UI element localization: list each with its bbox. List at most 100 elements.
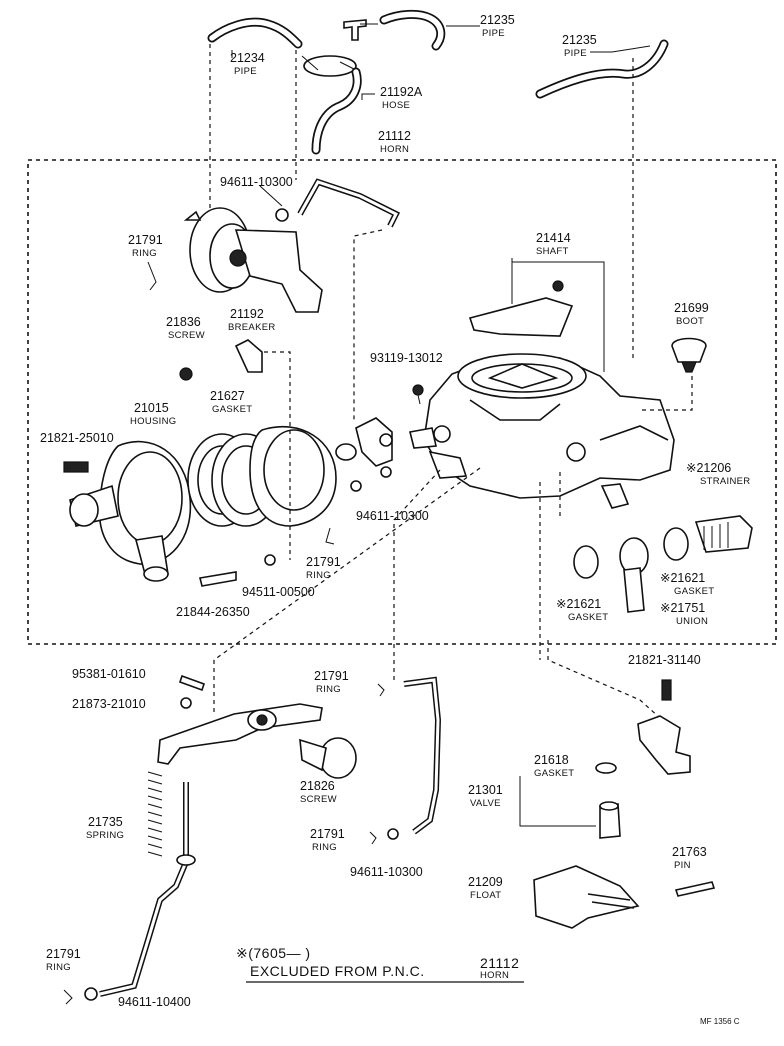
svg-text:SCREW: SCREW [300, 794, 337, 805]
gasket-drawing [573, 545, 599, 579]
svg-text:GASKET: GASKET [534, 768, 574, 779]
svg-text:21735: 21735 [88, 815, 123, 829]
lever-drawing [335, 417, 393, 492]
svg-text:21234: 21234 [230, 51, 265, 65]
svg-text:21235: 21235 [480, 13, 515, 27]
svg-text:21192A: 21192A [380, 85, 423, 99]
pin-21763-drawing [674, 881, 716, 897]
svg-text:RING: RING [312, 842, 337, 853]
svg-text:SPRING: SPRING [86, 830, 124, 841]
label-21235-right: 21235 PIPE [562, 33, 597, 59]
label-21621-right: ※21621 GASKET [660, 571, 714, 597]
svg-text:21791: 21791 [314, 669, 349, 683]
label-21621-left: ※21621 GASKET [556, 597, 608, 623]
svg-text:GASKET: GASKET [212, 404, 252, 415]
svg-text:21791: 21791 [128, 233, 163, 247]
label-21301: 21301 VALVE [468, 783, 503, 809]
washer-drawing [180, 697, 192, 709]
dash-line [353, 229, 383, 420]
label-94511: 94511-00500 [242, 585, 315, 599]
diaphragm-cover-drawing [249, 425, 337, 527]
ring-drawing [147, 261, 157, 291]
clip-drawing [301, 55, 361, 77]
label-21627: 21627 GASKET [210, 389, 252, 415]
label-21836: 21836 SCREW [166, 315, 205, 341]
label-21206: ※21206 STRAINER [686, 461, 750, 487]
tee-fitting-drawing [343, 19, 367, 41]
label-94611-top: 94611-10300 [220, 175, 293, 189]
label-21015: 21015 HOUSING [130, 401, 176, 427]
label-21209: 21209 FLOAT [468, 875, 503, 901]
strainer-21206-drawing [694, 515, 753, 553]
dash-line [264, 351, 291, 560]
svg-text:BREAKER: BREAKER [228, 322, 276, 333]
svg-text:BOOT: BOOT [676, 316, 704, 327]
housing-21015-drawing [69, 440, 192, 582]
svg-text:21836: 21836 [166, 315, 201, 329]
label-94611-10400: 94611-10400 [118, 995, 191, 1009]
shaft-plate-drawing [468, 258, 605, 372]
exclusion-note: ※(7605— ) 21112 EXCLUDED FROM P.N.C. HOR… [236, 945, 524, 983]
svg-text:HORN: HORN [380, 144, 409, 155]
pin-95381-drawing [178, 674, 206, 692]
label-21414: 21414 SHAFT [536, 231, 571, 257]
svg-text:STRAINER: STRAINER [700, 476, 750, 487]
svg-text:RING: RING [46, 962, 71, 973]
svg-text:21414: 21414 [536, 231, 571, 245]
svg-text:21301: 21301 [468, 783, 503, 797]
screw-21821-drawing [63, 461, 89, 473]
washer-drawing [275, 208, 289, 222]
svg-text:HOUSING: HOUSING [130, 416, 176, 427]
svg-text:UNION: UNION [676, 616, 708, 627]
drawing-code: MF 1356 C [700, 1017, 740, 1026]
svg-text:VALVE: VALVE [470, 798, 501, 809]
label-21192: 21192 BREAKER [228, 307, 276, 333]
float-21209-drawing [533, 865, 640, 929]
carburetor-body-drawing [409, 353, 675, 509]
pipe-21234-drawing [207, 17, 303, 49]
label-21821-25010: 21821-25010 [40, 431, 114, 445]
dash-line [640, 376, 693, 411]
svg-text:GASKET: GASKET [568, 612, 608, 623]
label-21618: 21618 GASKET [534, 753, 574, 779]
svg-text:21209: 21209 [468, 875, 503, 889]
svg-text:HORN: HORN [480, 970, 509, 981]
svg-text:RING: RING [132, 248, 157, 259]
spring-21735-drawing [147, 771, 163, 857]
label-21112: 21112 HORN [378, 129, 411, 155]
label-21192a: 21192A HOSE [380, 85, 423, 111]
ring-drawing [377, 683, 385, 697]
svg-text:21791: 21791 [46, 947, 81, 961]
pipe-21235-right-drawing [535, 39, 669, 99]
svg-text:GASKET: GASKET [674, 586, 714, 597]
svg-text:21627: 21627 [210, 389, 245, 403]
svg-text:FLOAT: FLOAT [470, 890, 501, 901]
svg-text:※21206: ※21206 [686, 461, 731, 475]
svg-text:PIN: PIN [674, 860, 691, 871]
dash-line [547, 640, 661, 719]
svg-text:※21751: ※21751 [660, 601, 705, 615]
svg-text:21192: 21192 [230, 307, 264, 321]
ring-drawing [63, 989, 73, 1005]
svg-text:HOSE: HOSE [382, 100, 410, 111]
svg-text:PIPE: PIPE [564, 48, 587, 59]
label-21751: ※21751 UNION [660, 601, 708, 627]
svg-text:21791: 21791 [310, 827, 345, 841]
throttle-lever-drawing [157, 703, 323, 765]
label-21791-top: 21791 RING [128, 233, 163, 259]
dash-line [213, 467, 481, 712]
label-21699: 21699 BOOT [674, 301, 709, 327]
label-94611-bottom: 94611-10300 [350, 865, 423, 879]
label-21791-mid: 21791 RING [306, 555, 341, 581]
breaker-21192-drawing [183, 207, 323, 313]
label-94611-mid: 94611-10300 [356, 509, 429, 523]
label-21735: 21735 SPRING [86, 815, 124, 841]
svg-text:SCREW: SCREW [168, 330, 205, 341]
label-21791-bottom: 21791 RING [310, 827, 345, 853]
washer-drawing [84, 987, 98, 1001]
washer-drawing [387, 828, 399, 840]
linkage-rod-drawing [297, 178, 401, 228]
gasket-drawing [595, 762, 617, 774]
